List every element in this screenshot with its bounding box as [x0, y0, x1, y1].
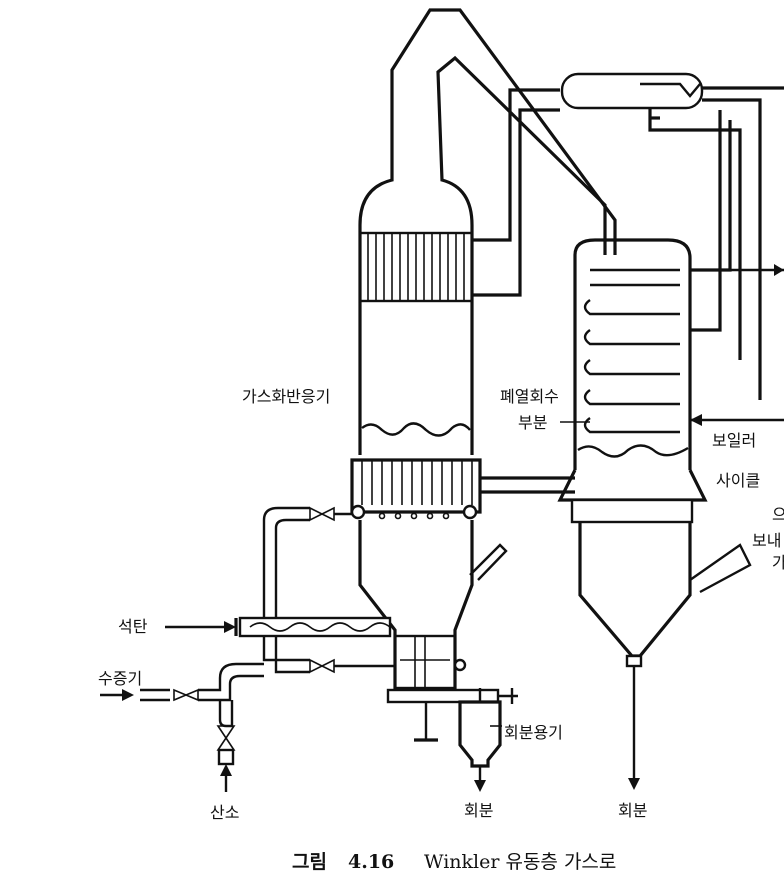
caption-number: 4.16 — [348, 851, 394, 873]
heat-recovery-vessel — [480, 238, 752, 668]
caption-prefix: 그림 — [292, 851, 327, 873]
label-ash-vessel: 회분용기 — [504, 723, 563, 742]
label-ash-right: 회분 — [618, 801, 647, 820]
label-heat-recovery-2: 부분 — [518, 413, 547, 432]
caption-title: Winkler 유동층 가스로 — [424, 851, 616, 873]
label-ash-left: 회분 — [464, 801, 493, 820]
label-heat-recovery-1: 폐열회수 — [500, 387, 559, 406]
label-gasifier: 가스화반응기 — [242, 387, 330, 406]
label-coal: 석탄 — [118, 617, 148, 636]
label-cyclone: 사이클 — [716, 471, 760, 490]
label-boiler: 보일러 — [712, 431, 756, 450]
label-cyclone-return-1: 으 — [772, 505, 784, 524]
label-cyclone-return-3: 가 — [772, 553, 784, 572]
flow-arrows — [100, 421, 640, 792]
labels: 가스화반응기 폐열회수 부분 보일러 사이클 으 보내 가 석탄 수증기 산소 … — [98, 387, 784, 822]
steam-drum-header — [472, 72, 784, 426]
figure-caption: 그림 4.16 Winkler 유동층 가스로 — [292, 851, 616, 873]
label-cyclone-return-2: 보내 — [752, 531, 781, 550]
label-oxygen: 산소 — [210, 803, 239, 822]
feed-piping — [140, 506, 502, 768]
label-steam: 수증기 — [98, 669, 142, 688]
